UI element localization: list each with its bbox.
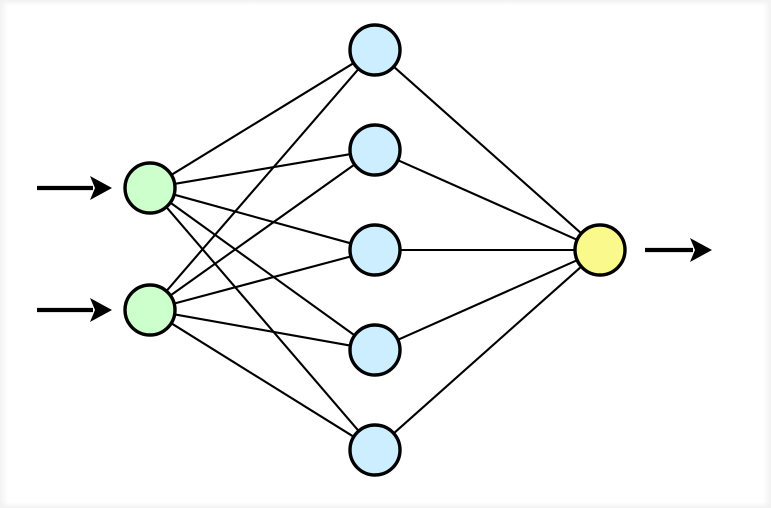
edge-i1-h1	[169, 61, 356, 177]
input-arrow-2	[37, 298, 112, 322]
output-arrow-1	[645, 238, 712, 262]
edge-i1-h4	[168, 201, 357, 337]
edge-i2-h3	[172, 255, 353, 305]
node-h5[interactable]	[348, 423, 402, 477]
output-node-1[interactable]	[573, 223, 627, 277]
edge-h1-o1	[392, 65, 583, 235]
edge-i1-h5	[164, 205, 361, 433]
output-arrow-1-head	[690, 238, 712, 262]
node-h1[interactable]	[348, 23, 402, 77]
input-node-2[interactable]	[123, 283, 177, 337]
node-o1[interactable]	[573, 223, 627, 277]
edge-h2-o1	[396, 158, 579, 242]
hidden-node-3[interactable]	[348, 223, 402, 277]
hidden-node-5[interactable]	[348, 423, 402, 477]
edge-i1-h3	[172, 193, 353, 245]
input-arrow-2-head	[90, 298, 112, 322]
edge-h4-o1	[396, 258, 579, 342]
edge-i2-h1	[164, 67, 361, 293]
node-h2[interactable]	[348, 123, 402, 177]
input-arrow-1-head	[90, 176, 112, 200]
hidden-node-1[interactable]	[348, 23, 402, 77]
edges-group	[164, 61, 583, 439]
io-arrows-group	[37, 176, 712, 322]
edge-h5-o1	[392, 265, 583, 435]
hidden-node-4[interactable]	[348, 323, 402, 377]
edge-i2-h5	[169, 321, 356, 439]
hidden-node-2[interactable]	[348, 123, 402, 177]
input-node-1[interactable]	[123, 161, 177, 215]
node-i1[interactable]	[123, 161, 177, 215]
input-arrow-1	[37, 176, 112, 200]
edge-i1-h2	[173, 152, 352, 186]
node-i2[interactable]	[123, 283, 177, 337]
edge-i2-h4	[173, 313, 352, 347]
nodes-group	[123, 23, 627, 477]
edge-i2-h2	[168, 162, 357, 298]
node-h4[interactable]	[348, 323, 402, 377]
node-h3[interactable]	[348, 223, 402, 277]
